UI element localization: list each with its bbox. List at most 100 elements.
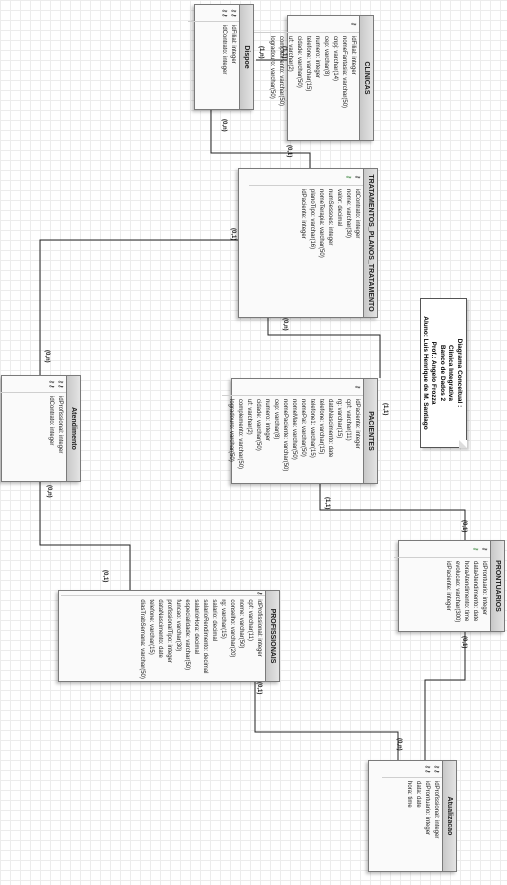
cardinality-label: (0,n): [221, 119, 227, 132]
cardinality-label: (1,1): [324, 497, 330, 510]
empty-row: [83, 599, 92, 678]
cardinality-label: (0,1): [461, 520, 467, 533]
field-text: evolucao: varchar(300): [454, 561, 460, 623]
note-text: Diagrama Conceitual : Clinica Integrativ…: [418, 299, 466, 447]
empty-row: [65, 599, 74, 678]
field-text: idContrato: integer: [354, 189, 360, 239]
entity-field: salario: decimal: [209, 599, 218, 678]
foreign-key-icon: ⚷: [345, 174, 351, 180]
empty-row: [1, 396, 10, 453]
field-text: idFilial: integer: [350, 36, 356, 75]
entity-field: horaAtendimento: time: [461, 561, 470, 622]
entity-field: cpf: varchar(11): [245, 599, 254, 678]
field-text: uf: varchar(2): [287, 36, 293, 72]
key-column: ⚷⚷⚷⚷: [382, 761, 442, 778]
entity-field: nome: varchar(50): [236, 599, 245, 678]
empty-row: [253, 189, 262, 258]
field-text: idPaciente: integer: [300, 189, 306, 239]
entity-title: PROFISSIONAIS: [265, 591, 279, 681]
entity-field: cnpj: varchar(14): [330, 36, 339, 108]
link-profissionais-atendimento: [39, 480, 131, 590]
cardinality-label: (0,1): [102, 570, 108, 583]
entity-tratamentos-planos-tratamento[interactable]: TRATAMENTOS_PLANOS_TRATAMENTO ⚷⚷idContra…: [238, 168, 378, 318]
key-column: ⚷: [254, 16, 359, 33]
entity-field: telefone: varchar(15): [303, 36, 312, 108]
empty-row: [289, 189, 298, 258]
field-text: salarioHora: decimal: [193, 599, 199, 655]
empty-row: [395, 781, 404, 838]
field-text: dataNascimento: date: [327, 399, 333, 458]
field-text: nomePai: varchar(50): [300, 399, 306, 457]
field-text: dataAtendimento: date: [472, 561, 478, 622]
entity-field: idFilial: integer: [348, 36, 357, 108]
entity-field: telefone1: varchar(15): [307, 399, 316, 471]
entity-field: dataNascimento: date: [155, 599, 164, 678]
cardinality-label: (0,1): [461, 636, 467, 649]
entity-field: especialidade: varchar(50): [182, 599, 191, 678]
entity-field: data: date: [413, 781, 422, 838]
primary-foreign-key-icon: ⚷⚷: [48, 379, 54, 389]
entity-field: telefone: varchar(15): [316, 399, 325, 471]
empty-row: [201, 25, 210, 74]
field-text: conselho: varchar(20): [229, 599, 235, 658]
entity-title: Dispoe: [239, 5, 253, 109]
entity-field: rg: varchar(15): [334, 399, 343, 471]
entity-field: nomePaciente: varchar(50): [280, 399, 289, 471]
field-text: idPaciente: integer: [445, 561, 451, 611]
entity-field: cidade: varchar(50): [294, 36, 303, 108]
primary-key-icon: ⚷: [354, 174, 360, 180]
entity-title: CLINICAS: [359, 16, 373, 140]
field-text: idProntuario: integer: [481, 561, 487, 616]
empty-row: [37, 396, 46, 453]
entity-field: cidade: varchar(50): [253, 399, 262, 471]
cardinality-label: (1,1): [382, 403, 388, 416]
entity-field: idProfissional: integer: [254, 599, 263, 678]
entity-field: numSessoes: integer: [325, 189, 334, 258]
entity-field: nome: varchar(30): [343, 189, 352, 258]
link-dispoe-tratamentos: [210, 108, 311, 168]
field-text: nome: varchar(30): [345, 189, 351, 239]
field-text: idContrato: integer: [48, 396, 54, 446]
cardinality-label: (0,n): [396, 738, 402, 751]
entity-title: Atendimento: [66, 376, 80, 481]
field-text: profissionalTipo: integer: [166, 599, 172, 663]
primary-key-icon: ⚷: [256, 591, 262, 596]
field-text: nomeFantasia: varchar(50): [341, 36, 347, 109]
field-text: idProfissional: integer: [57, 396, 63, 454]
entity-field: idPaciente: integer: [443, 561, 452, 622]
empty-row: [425, 561, 434, 622]
entity-field: cpf: varchar(11): [343, 399, 352, 471]
field-text: rg: varchar(15): [220, 599, 226, 639]
empty-row: [101, 599, 110, 678]
field-text: telefone1: varchar(15): [309, 399, 315, 458]
empty-row: [128, 599, 137, 678]
entity-field: funcao: varchar(30): [173, 599, 182, 678]
entity-field: numero: integer: [262, 399, 271, 471]
link-pacientes-prontuarios: [319, 482, 466, 540]
empty-row: [19, 396, 28, 453]
note-fold-corner: [459, 440, 467, 448]
field-text: uf: varchar(2): [246, 399, 252, 435]
field-text: planoTipo: varchar(16): [309, 189, 315, 250]
empty-row: [119, 599, 128, 678]
entity-field: nomeFantasia: varchar(50): [339, 36, 348, 108]
entity-field: dataAtendimento: date: [470, 561, 479, 622]
field-text: cnpj: varchar(14): [332, 36, 338, 82]
entity-field: cep: varchar(8): [321, 36, 330, 108]
field-text: telefone: varchar(15): [318, 399, 324, 455]
entity-title: PRONTUARIOS: [490, 541, 504, 631]
